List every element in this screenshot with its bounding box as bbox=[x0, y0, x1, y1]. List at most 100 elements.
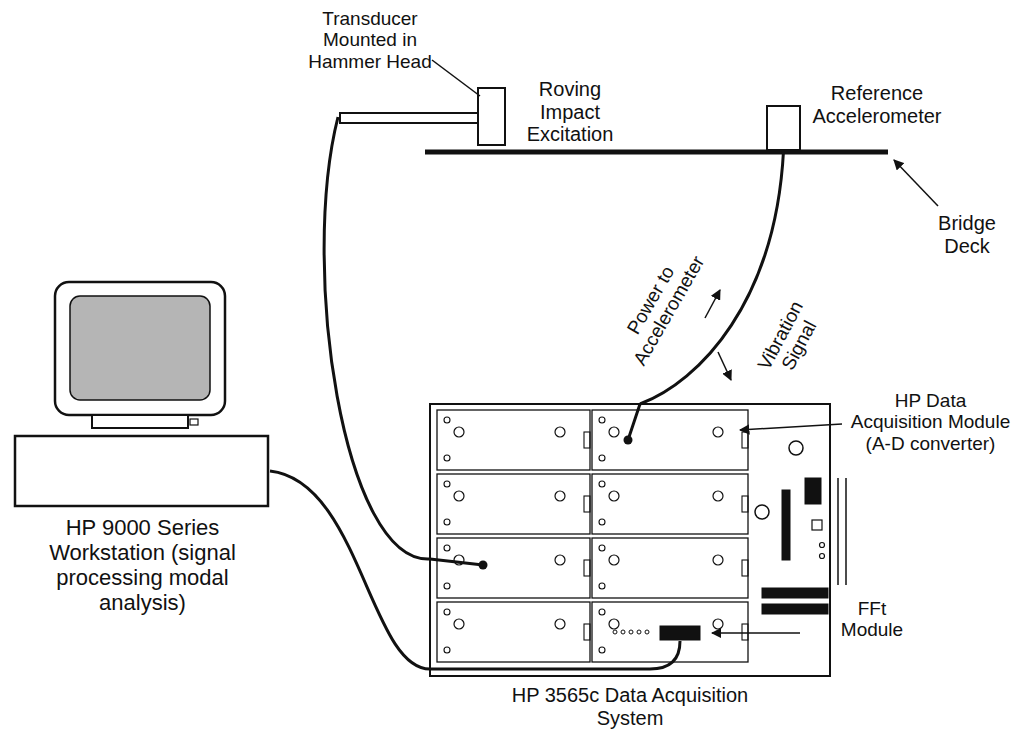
computer-base bbox=[15, 436, 268, 506]
slot-screw bbox=[599, 647, 605, 653]
slot-port bbox=[454, 619, 464, 629]
cable bbox=[430, 641, 680, 669]
signal-cable bbox=[324, 117, 430, 559]
slot-latch bbox=[742, 560, 748, 576]
module-slot bbox=[592, 538, 748, 598]
node-label: Roving Impact Excitation bbox=[520, 78, 620, 146]
pointer-arrow bbox=[894, 160, 938, 206]
daq-chassis bbox=[430, 404, 846, 676]
module-slot bbox=[437, 474, 590, 534]
chassis-rail bbox=[845, 478, 847, 585]
slot-latch bbox=[584, 496, 590, 512]
slot-screw bbox=[444, 519, 450, 525]
connector-pin bbox=[637, 630, 641, 634]
panel-bar bbox=[762, 604, 828, 614]
cable-ends bbox=[430, 404, 680, 669]
slot-screw bbox=[444, 583, 450, 589]
panel-bar bbox=[782, 490, 790, 560]
hammer-head bbox=[478, 88, 505, 145]
slot-latch bbox=[584, 560, 590, 576]
chassis-rail bbox=[837, 478, 839, 585]
slot-port bbox=[555, 619, 565, 629]
slot-latch bbox=[742, 496, 748, 512]
connector-pin bbox=[629, 630, 633, 634]
connector-pin bbox=[613, 630, 617, 634]
slot-port bbox=[713, 427, 723, 437]
module-slot bbox=[592, 410, 748, 470]
slot-latch bbox=[742, 432, 748, 448]
slot-screw bbox=[444, 455, 450, 461]
node-label: Reference Accelerometer bbox=[807, 82, 947, 127]
callout-label: HP Data Acquisition Module (A-D converte… bbox=[848, 390, 1013, 454]
slot-port bbox=[713, 555, 723, 565]
accelerometer bbox=[767, 106, 800, 150]
cable bbox=[628, 404, 640, 440]
module-slot bbox=[437, 410, 590, 470]
slot-screw bbox=[444, 609, 450, 615]
panel-dot bbox=[820, 543, 825, 548]
slot-screw bbox=[599, 545, 605, 551]
module-slot bbox=[437, 602, 590, 662]
panel-dot bbox=[820, 554, 825, 559]
signal-arrow bbox=[718, 352, 731, 380]
workstation-drawing bbox=[15, 282, 268, 506]
slot-port bbox=[609, 427, 619, 437]
input-jack bbox=[624, 436, 633, 445]
leader-line bbox=[432, 60, 480, 96]
module-slot bbox=[592, 602, 748, 662]
module-slot bbox=[592, 474, 748, 534]
hammer-handle bbox=[340, 113, 478, 123]
slot-screw bbox=[599, 481, 605, 487]
monitor-screen bbox=[70, 296, 210, 400]
slot-port bbox=[609, 491, 619, 501]
panel-knob bbox=[755, 505, 769, 519]
monitor-case bbox=[55, 282, 225, 415]
slot-screw bbox=[444, 647, 450, 653]
node-label: HP 9000 Series Workstation (signal proce… bbox=[40, 516, 245, 615]
slot-screw bbox=[444, 481, 450, 487]
input-jack bbox=[479, 561, 488, 570]
workstation-node: HP 9000 Series Workstation (signal proce… bbox=[15, 280, 270, 508]
pointer-arrow bbox=[740, 424, 842, 430]
signal-label: Vibration Signal bbox=[743, 277, 837, 403]
slot-screw bbox=[599, 455, 605, 461]
slot-port bbox=[713, 619, 723, 629]
panel-square bbox=[812, 520, 822, 530]
callout-label: FFt Module bbox=[832, 598, 912, 641]
slot-latch bbox=[584, 624, 590, 640]
slot-port bbox=[555, 427, 565, 437]
accelerometer-node: Reference Accelerometer bbox=[767, 106, 800, 151]
slot-port bbox=[454, 427, 464, 437]
slot-screw bbox=[444, 417, 450, 423]
daq-system: HP 3565c Data Acquisition System bbox=[430, 404, 830, 676]
callout-label: Bridge Deck bbox=[922, 212, 1012, 257]
slot-port bbox=[454, 491, 464, 501]
bridge-deck bbox=[425, 150, 888, 155]
signal-arrow bbox=[705, 290, 720, 318]
signal-label: Power to Accelerometer bbox=[609, 238, 711, 372]
monitor-neck bbox=[92, 415, 188, 428]
slot-port bbox=[555, 555, 565, 565]
slot-port bbox=[609, 555, 619, 565]
node-label: HP 3565c Data Acquisition System bbox=[500, 684, 760, 729]
hammer-drawing bbox=[340, 88, 505, 145]
slot-latch bbox=[742, 624, 748, 640]
pointer-arrow bbox=[712, 632, 800, 634]
fft-connector bbox=[660, 626, 700, 640]
module-slots bbox=[437, 410, 748, 662]
panel-block bbox=[805, 478, 821, 504]
callout-label: Transducer Mounted in Hammer Head bbox=[305, 8, 435, 72]
impact-hammer: Roving Impact Excitation bbox=[338, 86, 508, 148]
slot-latch bbox=[584, 432, 590, 448]
slot-screw bbox=[599, 583, 605, 589]
slot-screw bbox=[444, 545, 450, 551]
panel-bar bbox=[762, 588, 828, 598]
slot-screw bbox=[599, 609, 605, 615]
slot-screw bbox=[599, 417, 605, 423]
slot-port bbox=[555, 491, 565, 501]
signal-cable bbox=[270, 471, 430, 669]
connector-pin bbox=[621, 630, 625, 634]
connector-pin bbox=[645, 630, 649, 634]
chassis-frame bbox=[430, 404, 830, 676]
